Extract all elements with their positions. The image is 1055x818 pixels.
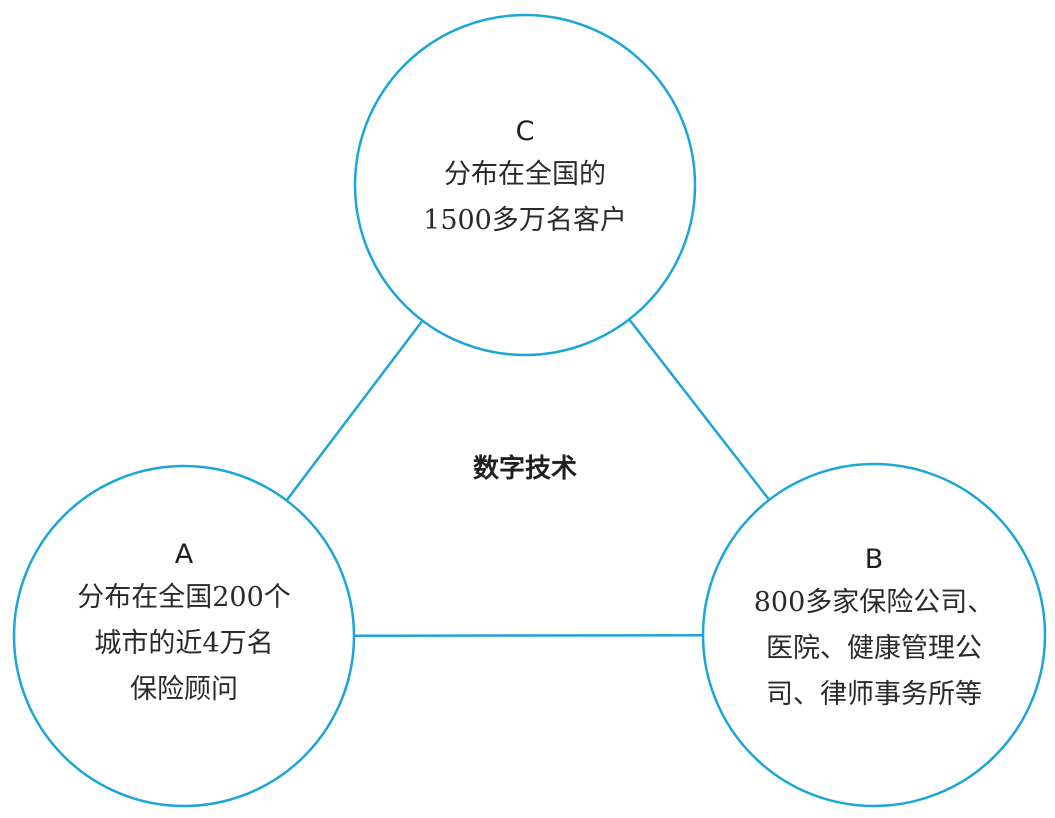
node-a-line-3: 保险顾问 — [130, 674, 238, 705]
node-b-line-3: 司、律师事务所等 — [766, 679, 982, 710]
node-c-line-2: 1500多万名客户 — [423, 205, 627, 236]
node-a-text: A 分布在全国200个 城市的近4万名 保险顾问 — [14, 535, 354, 713]
node-c-letter: C — [515, 116, 535, 147]
node-a-line-1: 分布在全国200个 — [77, 582, 291, 613]
node-c-line-1: 分布在全国的 — [444, 159, 606, 190]
node-b-line-2: 医院、健康管理公 — [766, 633, 982, 664]
node-b-letter: B — [864, 544, 884, 575]
node-a-line-2: 城市的近4万名 — [94, 628, 274, 659]
node-b-line-1: 800多家保险公司、 — [753, 587, 995, 618]
node-c-circle — [353, 13, 697, 357]
node-a-letter: A — [174, 539, 194, 570]
node-a-circle — [12, 464, 356, 808]
node-c-text: C 分布在全国的 1500多万名客户 — [355, 112, 695, 244]
node-b-circle — [701, 462, 1047, 808]
center-label: 数字技术 — [472, 454, 577, 484]
node-b-text: B 800多家保险公司、 医院、健康管理公 司、律师事务所等 — [704, 540, 1044, 718]
